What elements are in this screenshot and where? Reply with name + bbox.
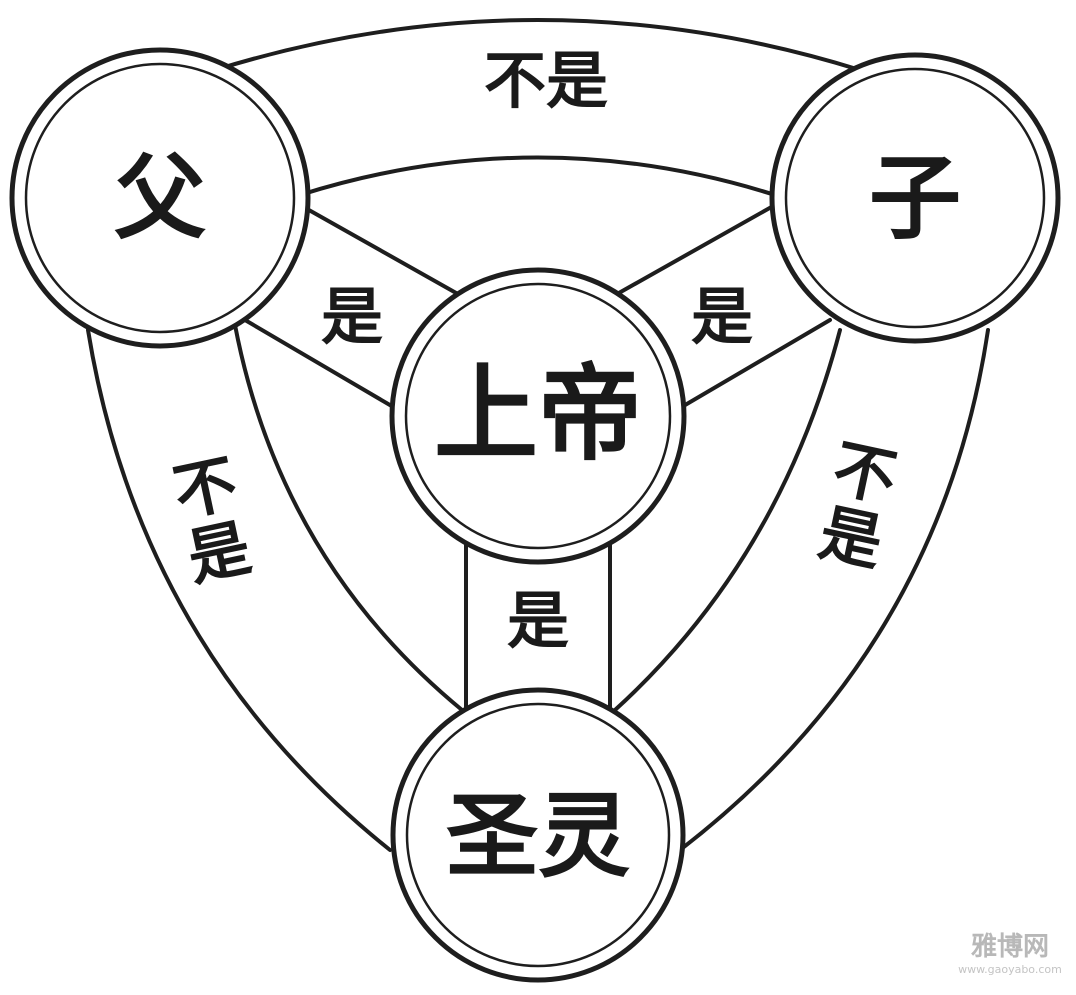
link-label-son-spirit: 不是 <box>813 431 903 580</box>
link-label-son-god: 是 <box>691 280 753 353</box>
outer-band-top <box>213 18 862 197</box>
vertical-char: 不 <box>827 431 903 515</box>
link-label-son-spirit-text: 不是 <box>813 431 903 580</box>
link-label-father-spirit-text: 不是 <box>167 446 257 595</box>
link-label-father-son: 不是 <box>484 44 608 117</box>
node-son: 子 <box>769 52 1061 344</box>
node-spirit-label: 圣灵 <box>446 782 630 890</box>
vertical-char: 是 <box>181 511 257 595</box>
vertical-char: 不 <box>167 446 243 530</box>
link-label-father-god: 是 <box>321 280 383 353</box>
link-label-father-spirit: 不是 <box>167 446 257 595</box>
watermark-url: www.gaoyabo.com <box>958 963 1062 976</box>
node-spirit: 圣灵 <box>390 687 686 983</box>
watermark-title: 雅博网 <box>971 932 1049 962</box>
outer-band-left <box>86 323 464 852</box>
spoke-father-god <box>243 203 467 410</box>
link-label-spirit-god: 是 <box>507 584 569 657</box>
node-father-label: 父 <box>114 144 206 252</box>
node-god: 上帝 <box>389 267 687 565</box>
watermark: 雅博网 www.gaoyabo.com <box>958 932 1062 976</box>
vertical-char: 是 <box>813 496 889 580</box>
outer-band-right <box>613 328 990 852</box>
node-father: 父 <box>9 47 311 349</box>
spoke-son-god <box>608 203 832 410</box>
spoke-spirit-god <box>464 543 612 714</box>
node-god-label: 上帝 <box>434 352 642 475</box>
node-son-label: 子 <box>869 144 961 252</box>
